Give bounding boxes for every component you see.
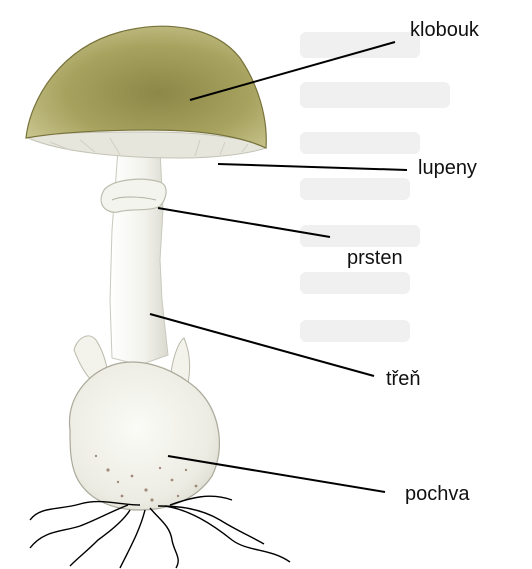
label-stem: třeň	[386, 368, 420, 390]
label-ring: prsten	[347, 247, 403, 269]
leader-line-ring	[158, 208, 330, 237]
leader-line-gills	[218, 164, 407, 170]
cap	[26, 26, 266, 148]
ring	[101, 179, 166, 212]
volva	[70, 362, 220, 510]
label-volva: pochva	[405, 483, 470, 505]
label-gills: lupeny	[418, 157, 477, 179]
background-text-shadow	[300, 32, 450, 342]
label-cap: klobouk	[410, 19, 480, 41]
